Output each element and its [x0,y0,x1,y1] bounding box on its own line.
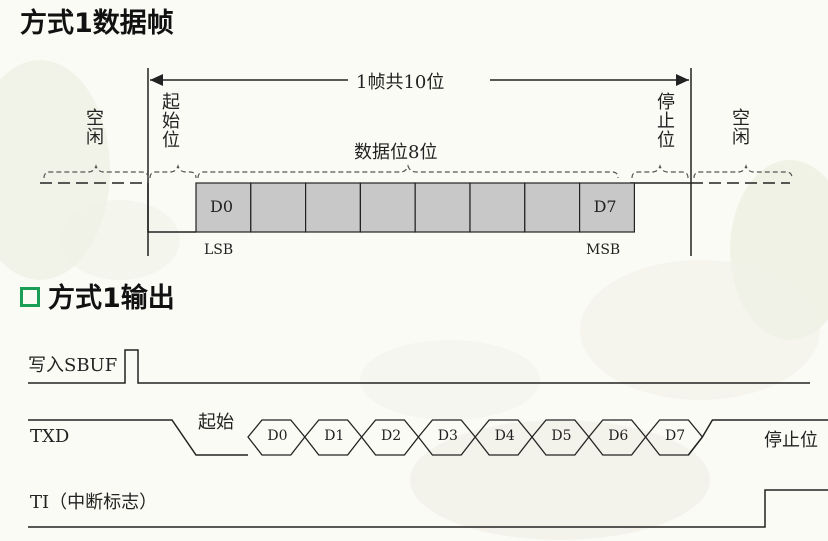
data-bit-cell [250,182,307,233]
frame-length-label: 1帧共10位 [348,74,453,92]
txd-waveform [28,419,828,456]
start-bit-brace [149,164,197,179]
data-bit-cell [578,182,635,233]
idle-right-label: 空闲 [729,108,750,146]
data-cells-group [195,182,635,233]
start-bit-signal [147,183,196,233]
data-bit-cell [469,182,526,233]
start-bit-label: 起始位 [159,92,180,149]
txd-stop-label: 停止位 [764,430,818,451]
data-bit-cell [524,182,581,233]
data-bit-cell [414,182,471,233]
txd-bit-label: D7 [665,428,686,444]
txd-label: TXD [30,426,70,447]
arrowhead-left [150,74,163,86]
data-bit-cell [305,182,362,233]
ti-label: TI（中断标志） [30,492,158,513]
txd-bit-label: D0 [267,428,288,444]
txd-idle-and-start [28,419,248,456]
txd-start-label: 起始 [198,412,234,433]
data-bits-brace [197,164,619,179]
frame-bit-label: D7 [593,197,617,216]
txd-stop-signal [687,419,828,456]
write-sbuf-signal [28,349,810,384]
green-square-bullet-icon [20,287,40,307]
data-bits-label: 数据位8位 [354,142,438,163]
ti-signal [28,489,828,528]
stop-bit-brace [631,164,689,179]
idle-left-label: 空闲 [83,108,104,146]
lsb-label: LSB [204,242,234,258]
frame-bit-label: D0 [210,197,234,216]
stop-bit-label: 停止位 [654,92,675,149]
msb-label: MSB [586,242,621,258]
idle-left-brace [43,164,149,179]
txd-bit-label: D6 [608,428,629,444]
txd-bit-label: D1 [324,428,345,444]
data-bit-cell [195,182,252,233]
write-sbuf-label: 写入SBUF [28,355,118,376]
txd-bit-label: D2 [381,428,402,444]
txd-bit-label: D3 [437,428,458,444]
data-bit-cell [359,182,416,233]
arrowhead-right [676,74,689,86]
txd-bit-label: D4 [494,428,515,444]
frame-section-title: 方式1数据帧 [20,8,174,39]
output-section-title: 方式1输出 [48,283,175,314]
idle-right-brace [693,164,793,179]
txd-bit-label: D5 [551,428,572,444]
